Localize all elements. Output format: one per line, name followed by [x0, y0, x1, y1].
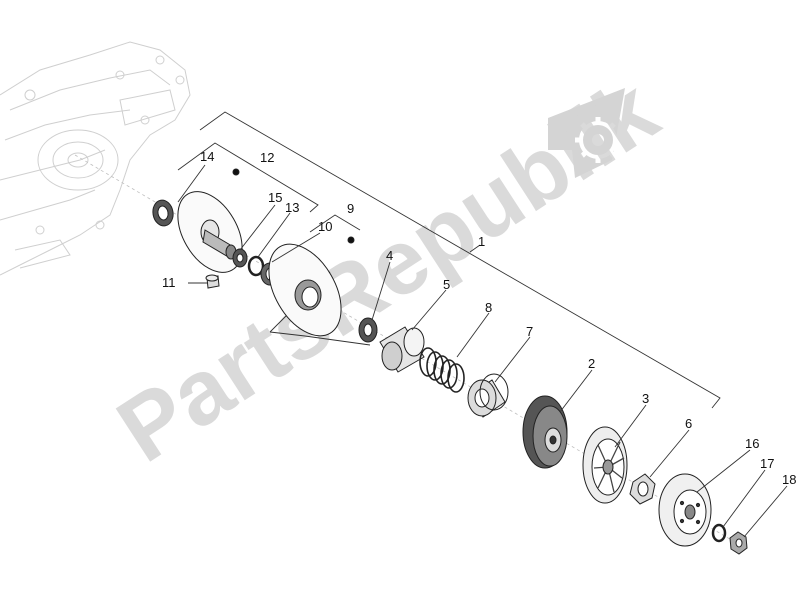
- part-5-bushing: [379, 326, 425, 373]
- part-9-moving-pulley: [268, 236, 355, 337]
- callout-5: 5: [443, 277, 450, 292]
- leader-lines: [177, 164, 788, 538]
- part-16-clutch-bell: [658, 473, 712, 547]
- part-15-bearing: [232, 248, 248, 268]
- assembly-brackets: [177, 111, 721, 409]
- callout-17: 17: [760, 456, 774, 471]
- callout-8: 8: [485, 300, 492, 315]
- callout-16: 16: [745, 436, 759, 451]
- callout-7: 7: [526, 324, 533, 339]
- callout-11: 11: [162, 275, 176, 290]
- part-2-clutch: [522, 395, 568, 469]
- part-12-fixed-pulley: [177, 168, 243, 273]
- callout-labels: 1 2 3 4 5 6 7 8 9 10 11 12 13 14 15 16 1…: [162, 149, 796, 487]
- engine-case-outline: [0, 41, 191, 276]
- gear-icon: [548, 88, 625, 178]
- callout-12: 12: [260, 150, 274, 165]
- callout-2: 2: [588, 356, 595, 371]
- callout-1: 1: [478, 234, 485, 249]
- part-11-cap: [205, 274, 220, 289]
- part-13-circlip: [247, 255, 265, 277]
- callout-3: 3: [642, 391, 649, 406]
- part-3-fan: [582, 426, 628, 504]
- part-6-nut: [629, 473, 656, 505]
- callout-6: 6: [685, 416, 692, 431]
- callout-4: 4: [386, 248, 393, 263]
- callout-18: 18: [782, 472, 796, 487]
- part-18-nut: [729, 531, 748, 555]
- part-8-spring: [419, 347, 465, 393]
- part-17-washer: [711, 523, 727, 543]
- part-14-oil-seal: [152, 199, 174, 227]
- parts: [152, 168, 748, 555]
- callout-13: 13: [285, 200, 299, 215]
- callout-14: 14: [200, 149, 214, 164]
- callout-15: 15: [268, 190, 282, 205]
- part-4-bearing: [358, 317, 378, 343]
- callout-10: 10: [318, 219, 332, 234]
- callout-9: 9: [347, 201, 354, 216]
- part-7-spring-holder: [467, 373, 509, 418]
